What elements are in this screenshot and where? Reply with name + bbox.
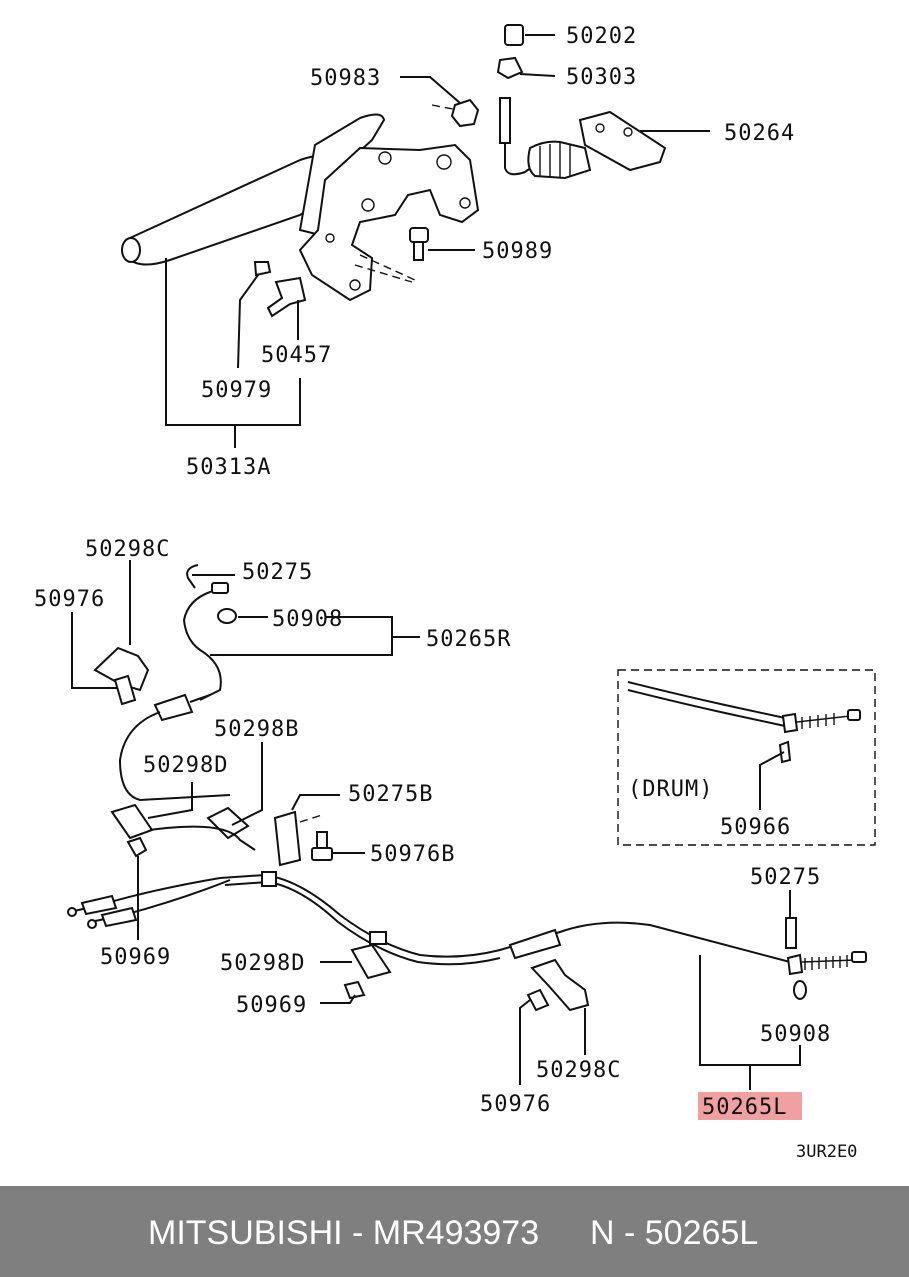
label-50976-bottom: 50976 — [480, 1092, 551, 1117]
label-50908-top: 50908 — [272, 607, 343, 632]
label-50983: 50983 — [310, 66, 381, 91]
label-50976-left: 50976 — [34, 587, 105, 612]
label-50457: 50457 — [261, 343, 332, 368]
label-50202: 50202 — [566, 24, 637, 49]
label-drum: (DRUM) — [628, 777, 713, 802]
cable-assembly-drawing — [67, 564, 876, 1012]
label-50298D-bottom: 50298D — [220, 951, 305, 976]
label-50303: 50303 — [566, 65, 637, 90]
diagram-code: 3UR2E0 — [796, 1142, 857, 1162]
label-50966: 50966 — [720, 815, 791, 840]
leader-lines-top — [165, 34, 710, 448]
footer-bar: MITSUBISHI - MR493973 N - 50265L — [0, 1186, 909, 1277]
label-50969-left: 50969 — [100, 945, 171, 970]
label-50908-right: 50908 — [760, 1022, 831, 1047]
label-50275-top: 50275 — [242, 560, 313, 585]
label-50265L: 50265L — [702, 1095, 787, 1120]
highlight-box-50265L — [698, 1092, 802, 1120]
footer-reference: N - 50265L — [590, 1214, 759, 1252]
label-50979: 50979 — [201, 378, 272, 403]
footer-part-number: MITSUBISHI - MR493973 — [148, 1214, 540, 1252]
leader-lines-bottom — [71, 560, 801, 1090]
label-50969-bottom: 50969 — [236, 993, 307, 1018]
lever-assembly-drawing — [121, 24, 667, 318]
label-50298D-top: 50298D — [143, 753, 228, 778]
parts-diagram: 50202 50303 50983 50264 50989 50457 5097… — [34, 24, 876, 1162]
label-50265R: 50265R — [426, 627, 511, 652]
label-50275B: 50275B — [348, 782, 433, 807]
label-50976B: 50976B — [370, 842, 455, 867]
label-50313A: 50313A — [186, 455, 271, 480]
label-50298C-top: 50298C — [85, 537, 170, 562]
label-50989: 50989 — [482, 239, 553, 264]
label-50298B: 50298B — [214, 717, 299, 742]
label-50264: 50264 — [724, 121, 795, 146]
label-50298C-bottom: 50298C — [536, 1058, 621, 1083]
label-50275-right: 50275 — [750, 865, 821, 890]
